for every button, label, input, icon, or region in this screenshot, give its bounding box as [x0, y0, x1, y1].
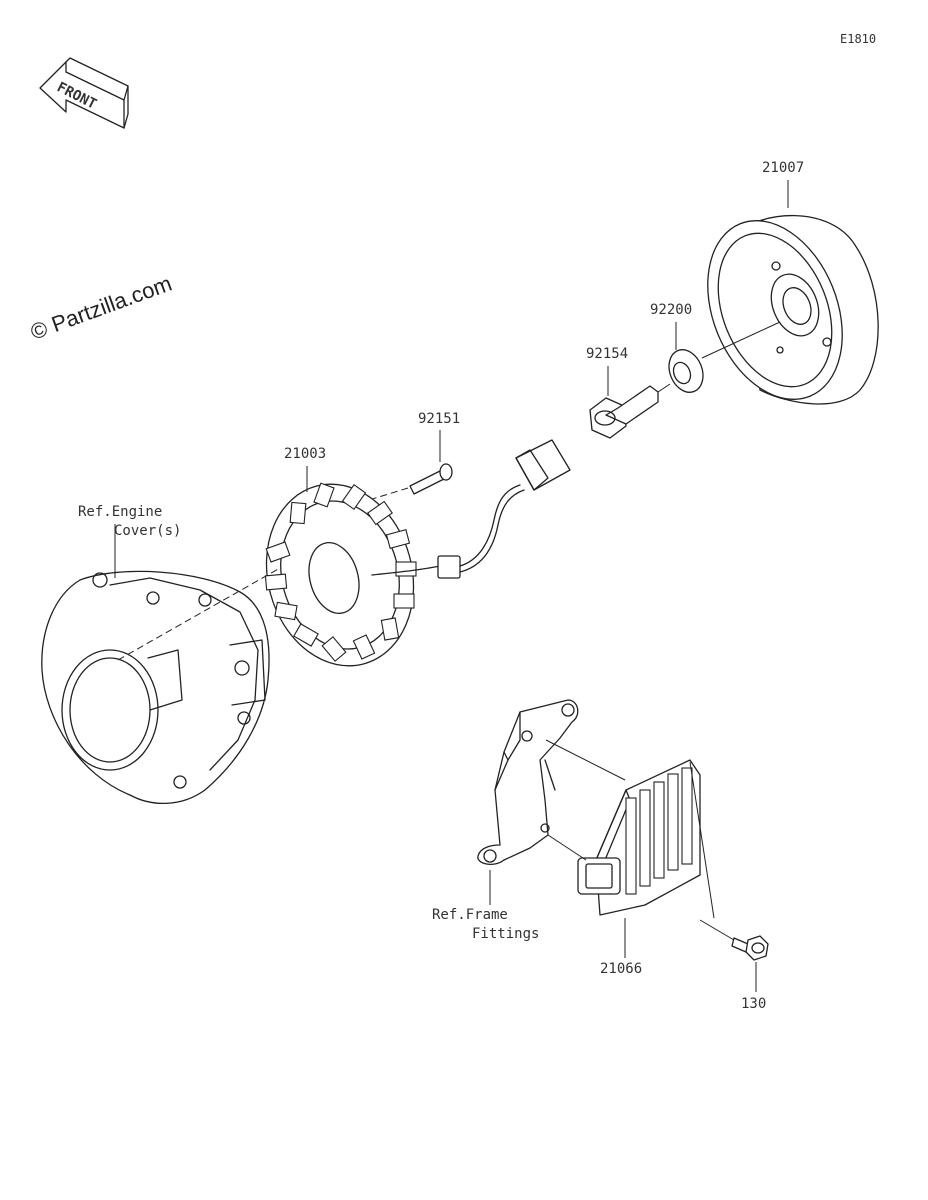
- front-arrow-icon: FRONT: [39, 57, 129, 129]
- part-number-92200: 92200: [650, 302, 692, 318]
- regulator-bolt: [731, 935, 769, 961]
- axis-washer-flywheel: [701, 321, 781, 359]
- axis-cover-stator: [117, 567, 281, 661]
- part-number-92154: 92154: [586, 346, 628, 362]
- diagram-code: E1810: [840, 32, 876, 46]
- washer: [668, 349, 704, 393]
- stator: [264, 439, 571, 667]
- part-number-21066: 21066: [600, 961, 642, 977]
- flywheel: [707, 214, 879, 405]
- regulator: [545, 739, 715, 919]
- stator-bolt: [409, 463, 453, 495]
- part-number-21007: 21007: [762, 160, 804, 176]
- ref-frame-fittings-line1: Ref.Frame: [432, 907, 508, 923]
- ref-engine-cover-line2: Cover(s): [114, 523, 181, 539]
- part-number-92151: 92151: [418, 411, 460, 427]
- ref-engine-cover-line1: Ref.Engine: [78, 504, 162, 520]
- engine-cover: [41, 570, 270, 805]
- flywheel-bolt: [589, 385, 659, 439]
- watermark: © Partzilla.com: [27, 271, 175, 345]
- part-number-21003: 21003: [284, 446, 326, 462]
- frame-bracket: [477, 699, 579, 866]
- ref-frame-fittings-line2: Fittings: [472, 926, 539, 942]
- axis-regulator-bolt: [699, 919, 735, 941]
- axis-bolt-washer: [657, 383, 671, 393]
- part-number-130: 130: [741, 996, 766, 1012]
